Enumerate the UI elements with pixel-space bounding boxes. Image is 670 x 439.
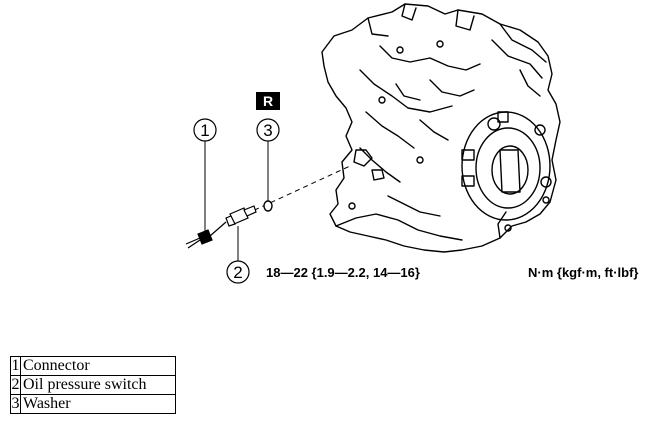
legend-number: 1 bbox=[10, 356, 21, 376]
washer-part bbox=[263, 200, 273, 212]
legend-row: 2 Oil pressure switch bbox=[10, 375, 176, 395]
installation-axis bbox=[245, 165, 351, 215]
legend-row: 1 Connector bbox=[10, 356, 176, 376]
transmission-housing bbox=[321, 3, 561, 253]
replace-badge bbox=[256, 92, 280, 110]
unit-label: N·m {kgf·m, ft·lbf} bbox=[528, 265, 639, 280]
legend-label: Oil pressure switch bbox=[20, 375, 176, 395]
oil-pressure-switch-part bbox=[225, 205, 257, 227]
parts-legend-table: 1 Connector 2 Oil pressure switch 3 Wash… bbox=[10, 356, 176, 414]
callout-3-number: 3 bbox=[263, 121, 272, 140]
connector-part bbox=[185, 221, 227, 249]
callout-1: 1 bbox=[193, 118, 217, 232]
callout-1-number: 1 bbox=[200, 121, 209, 140]
torque-spec: 18—22 {1.9—2.2, 14—16} bbox=[266, 265, 420, 280]
legend-number: 2 bbox=[10, 375, 21, 395]
legend-number: 3 bbox=[10, 394, 21, 414]
transmission-diagram: R 1 3 2 18—22 {1.9—2.2, 14—16} N·m {kgf·… bbox=[185, 3, 639, 284]
callout-2: 2 bbox=[226, 226, 250, 284]
legend-row: 3 Washer bbox=[10, 394, 176, 414]
legend-label: Connector bbox=[20, 356, 176, 376]
legend-label: Washer bbox=[20, 394, 176, 414]
callout-2-number: 2 bbox=[233, 263, 242, 282]
replace-badge-label: R bbox=[263, 93, 273, 109]
callout-3: 3 bbox=[256, 118, 280, 201]
